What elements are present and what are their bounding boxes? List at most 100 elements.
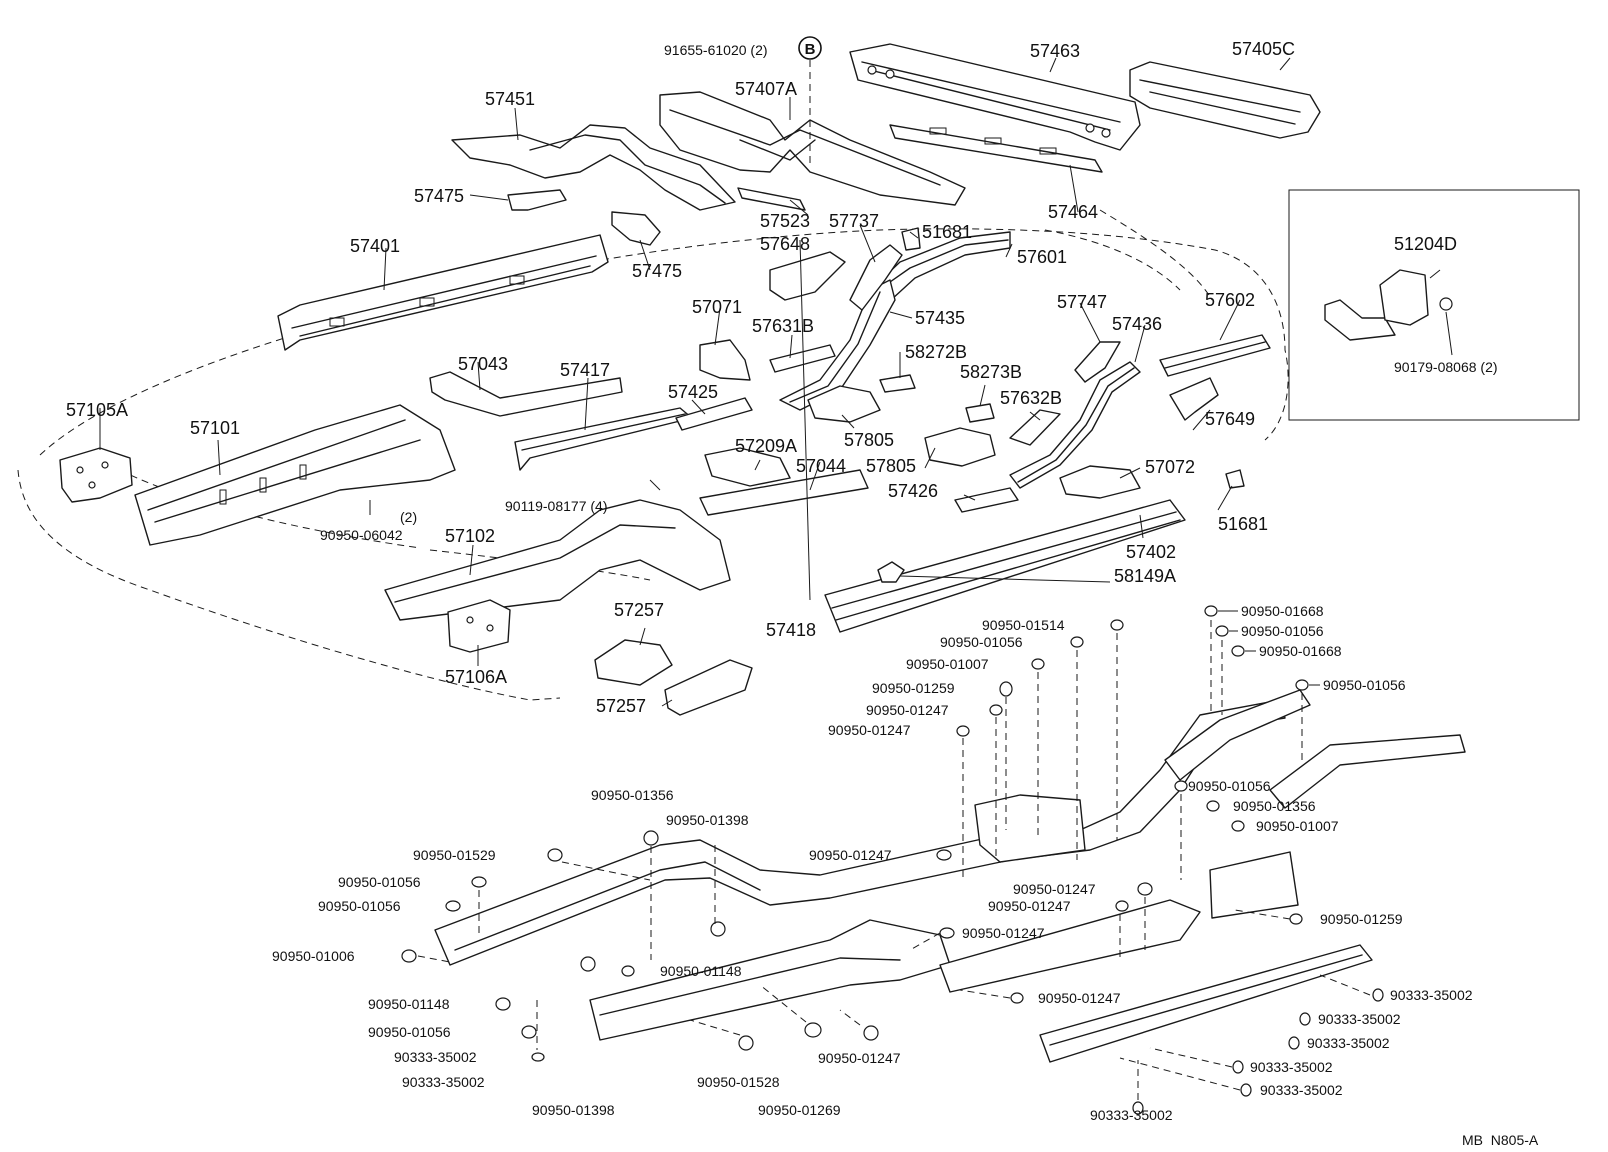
plug-label: 90950-01056 <box>318 898 401 914</box>
part-57436-drawing <box>1009 341 1141 489</box>
label-57417: 57417 <box>560 360 610 380</box>
plug-label: 90950-01247 <box>962 925 1045 941</box>
label-58149A: 58149A <box>1114 566 1176 586</box>
plug-label: 90950-01356 <box>1233 798 1316 814</box>
label-57464: 57464 <box>1048 202 1098 222</box>
part-57401-drawing <box>277 234 609 351</box>
part-57632B-drawing <box>1009 409 1061 446</box>
part-57105A-drawing <box>59 447 133 503</box>
label-57257b: 57257 <box>596 696 646 716</box>
part-57101-drawing <box>134 404 456 546</box>
label-57401: 57401 <box>350 236 400 256</box>
plug-label: 90950-01528 <box>697 1074 780 1090</box>
label-57436: 57436 <box>1112 314 1162 334</box>
label-qty-2: (2) <box>400 509 417 525</box>
part-57072-drawing <box>1059 465 1141 499</box>
label-57805a: 57805 <box>844 430 894 450</box>
label-57523: 57523 <box>760 211 810 231</box>
label-90950-06042: 90950-06042 <box>320 527 403 543</box>
plug-label: 90950-01247 <box>1013 881 1096 897</box>
part-57426-drawing <box>954 487 1019 513</box>
part-57407A-drawing <box>659 91 966 206</box>
inset-part-label: 51204D <box>1394 234 1457 254</box>
label-57475a: 57475 <box>414 186 464 206</box>
plug-label: 90950-01007 <box>906 656 989 672</box>
label-57475b: 57475 <box>632 261 682 281</box>
callout-marker-b: B <box>798 36 822 60</box>
plug-label: 90950-01259 <box>872 680 955 696</box>
part-57451-drawing <box>451 124 736 211</box>
label-57632B: 57632B <box>1000 388 1062 408</box>
callout-marker-label: B <box>805 41 816 58</box>
plug-labels: 90950-01668 90950-01514 90950-01056 9095… <box>272 603 1473 1123</box>
label-57418: 57418 <box>766 620 816 640</box>
plug-label: 90950-01056 <box>338 874 421 890</box>
part-57805a-drawing <box>807 385 881 423</box>
plug-label: 90950-01056 <box>1188 778 1271 794</box>
plug-label: 90950-01056 <box>1241 623 1324 639</box>
label-57631B: 57631B <box>752 316 814 336</box>
plug-label: 90950-01269 <box>758 1102 841 1118</box>
inset-bolt-label: 90179-08068 (2) <box>1394 359 1498 375</box>
label-57426: 57426 <box>888 481 938 501</box>
plug-label: 90950-01148 <box>660 963 742 979</box>
label-57425: 57425 <box>668 382 718 402</box>
plug-label: 90333-35002 <box>1260 1082 1343 1098</box>
part-57631B-drawing <box>769 344 836 373</box>
plug-label: 90950-01056 <box>940 634 1023 650</box>
label-57071: 57071 <box>692 297 742 317</box>
plug-label: 90950-01668 <box>1259 643 1342 659</box>
label-58272B: 58272B <box>905 342 967 362</box>
label-57102: 57102 <box>445 526 495 546</box>
label-57044: 57044 <box>796 456 846 476</box>
plug-label: 90950-01668 <box>1241 603 1324 619</box>
part-58272B-drawing <box>879 374 916 393</box>
leader-57418 <box>799 239 811 601</box>
part-58273B-drawing <box>965 403 995 423</box>
label-90119-08177: 90119-08177 (4) <box>505 498 607 514</box>
label-51681b: 51681 <box>1218 514 1268 534</box>
part-57475b-drawing <box>611 211 661 246</box>
plug-label: 90950-01247 <box>809 847 892 863</box>
label-57601: 57601 <box>1017 247 1067 267</box>
plug-label: 90333-35002 <box>1090 1107 1173 1123</box>
plug-label: 90333-35002 <box>1390 987 1473 1003</box>
part-57257a-drawing <box>594 639 673 686</box>
leader-lines <box>99 57 1453 707</box>
part-57602-drawing <box>1159 334 1271 377</box>
label-57805b: 57805 <box>866 456 916 476</box>
part-57405C-drawing <box>1129 61 1321 139</box>
plug-label: 90950-01247 <box>828 722 911 738</box>
label-57105A: 57105A <box>66 400 128 420</box>
part-51681a-drawing <box>901 227 921 251</box>
plug-label: 90950-01529 <box>413 847 496 863</box>
label-57402: 57402 <box>1126 542 1176 562</box>
label-57747: 57747 <box>1057 292 1107 312</box>
part-57417-drawing <box>514 407 693 471</box>
label-57257a: 57257 <box>614 600 664 620</box>
label-57043: 57043 <box>458 354 508 374</box>
part-57257b-drawing <box>664 659 753 716</box>
plug-label: 90950-01398 <box>532 1102 615 1118</box>
plug-symbols <box>401 605 1384 1115</box>
part-57523-drawing <box>737 187 806 211</box>
label-51681a: 51681 <box>922 222 972 242</box>
part-57648-drawing <box>769 251 846 301</box>
part-57209A-drawing <box>704 447 791 487</box>
plug-label: 90950-01056 <box>368 1024 451 1040</box>
plug-label: 90950-01514 <box>982 617 1065 633</box>
label-57106A: 57106A <box>445 667 507 687</box>
plug-label: 90950-01247 <box>866 702 949 718</box>
plug-label: 90950-01247 <box>1038 990 1121 1006</box>
label-57072: 57072 <box>1145 457 1195 477</box>
plug-label: 90333-35002 <box>394 1049 477 1065</box>
body-outline <box>17 209 1289 701</box>
plug-label: 90950-01398 <box>666 812 749 828</box>
plug-label: 90950-01259 <box>1320 911 1403 927</box>
label-57407A: 57407A <box>735 79 797 99</box>
label-57435: 57435 <box>915 308 965 328</box>
part-labels: 91655-61020 (2) 57463 57405C 57451 57407… <box>66 39 1295 716</box>
label-57101: 57101 <box>190 418 240 438</box>
label-57649: 57649 <box>1205 409 1255 429</box>
plug-label: 90950-01006 <box>272 948 355 964</box>
